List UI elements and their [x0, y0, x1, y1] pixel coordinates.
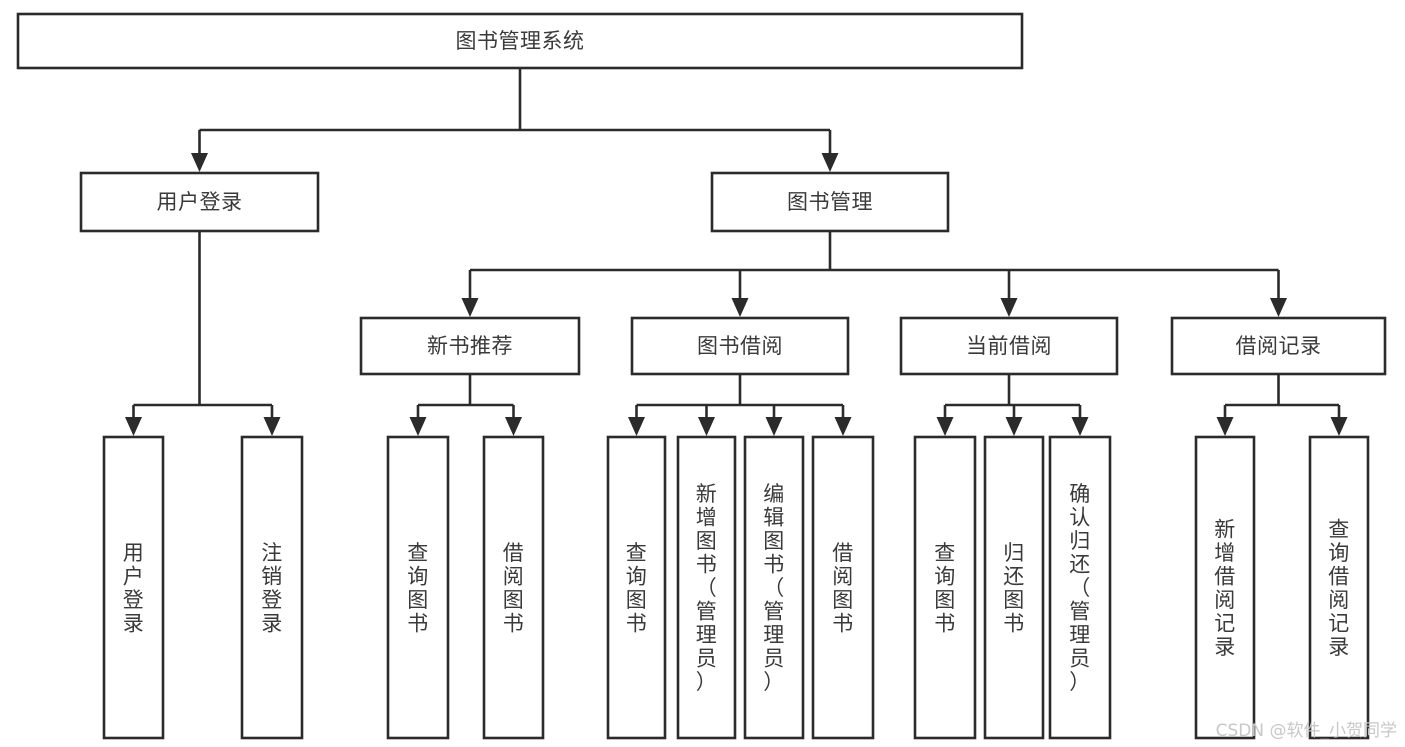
node-login[interactable]: 用户登录	[79, 171, 320, 233]
node-leaf-8[interactable]: 借阅图书	[811, 435, 875, 740]
node-box[interactable]	[1048, 435, 1112, 740]
node-leaf-9[interactable]: 查询图书	[913, 435, 977, 740]
node-leaf-11[interactable]: 确认归还（管理员）	[1048, 435, 1112, 740]
node-label: 新增图书（管理员）	[696, 482, 718, 694]
node-label: 新书推荐	[427, 334, 513, 358]
edge-group-login	[125, 231, 281, 436]
arrow-head	[1216, 417, 1234, 436]
arrow-head	[821, 153, 839, 172]
arrow-head	[409, 417, 427, 436]
node-label: 查询图书	[407, 541, 429, 636]
node-newbook[interactable]: 新书推荐	[359, 316, 581, 376]
node-label: 借阅图书	[832, 541, 854, 636]
arrow-head	[765, 417, 783, 436]
node-box[interactable]	[240, 435, 304, 740]
node-box[interactable]	[743, 435, 805, 740]
arrow-head	[834, 417, 852, 436]
arrow-head	[936, 417, 954, 436]
node-label: 编辑图书（管理员）	[763, 482, 785, 694]
node-box[interactable]	[710, 171, 950, 233]
node-box[interactable]	[16, 12, 1024, 70]
node-leaf-12[interactable]: 新增借阅记录	[1194, 435, 1256, 740]
node-leaf-13[interactable]: 查询借阅记录	[1308, 435, 1370, 740]
node-layer: 图书管理系统用户登录图书管理新书推荐图书借阅当前借阅借阅记录用户登录注销登录查询…	[16, 12, 1387, 740]
node-label: 查询图书	[934, 541, 956, 636]
node-box[interactable]	[676, 435, 737, 740]
node-box[interactable]	[1308, 435, 1370, 740]
node-borrow[interactable]: 图书借阅	[630, 316, 850, 376]
node-root[interactable]: 图书管理系统	[16, 12, 1024, 70]
node-box[interactable]	[913, 435, 977, 740]
node-bookmgmt[interactable]: 图书管理	[710, 171, 950, 233]
arrow-head	[1000, 298, 1018, 317]
arrow-head	[698, 417, 715, 436]
node-leaf-7[interactable]: 编辑图书（管理员）	[743, 435, 805, 740]
arrow-head	[628, 417, 645, 436]
arrow-head	[461, 298, 479, 317]
edge-group-current	[936, 374, 1089, 436]
node-leaf-3[interactable]: 查询图书	[386, 435, 450, 740]
node-box[interactable]	[630, 316, 850, 376]
edge-group-borrow	[628, 374, 852, 436]
node-box[interactable]	[811, 435, 875, 740]
arrow-head	[191, 153, 208, 172]
node-label: 图书管理	[787, 190, 873, 214]
node-label: 当前借阅	[966, 334, 1052, 358]
node-label: 图书借阅	[697, 334, 783, 358]
node-box[interactable]	[482, 435, 545, 740]
node-box[interactable]	[386, 435, 450, 740]
node-leaf-2[interactable]: 注销登录	[240, 435, 304, 740]
arrow-head	[125, 417, 142, 436]
node-box[interactable]	[606, 435, 667, 740]
arrow-head	[1071, 417, 1089, 436]
node-label: 确认归还（管理员）	[1069, 482, 1091, 694]
node-box[interactable]	[899, 316, 1119, 376]
arrow-head	[1330, 417, 1348, 436]
node-label: 用户登录	[157, 190, 243, 214]
arrow-head	[731, 298, 749, 317]
node-label: 借阅记录	[1236, 334, 1322, 358]
edge-group-newbook	[409, 374, 522, 436]
node-label: 用户登录	[123, 541, 145, 636]
edge-group-root	[191, 68, 839, 172]
node-label: 借阅图书	[503, 541, 525, 636]
edge-group-bookmgmt	[461, 231, 1287, 317]
edge-group-record	[1216, 374, 1348, 436]
node-box[interactable]	[983, 435, 1045, 740]
node-leaf-10[interactable]: 归还图书	[983, 435, 1045, 740]
node-box[interactable]	[1194, 435, 1256, 740]
node-box[interactable]	[1170, 316, 1387, 376]
node-label: 查询图书	[626, 541, 648, 636]
node-label: 注销登录	[261, 541, 283, 636]
node-box[interactable]	[359, 316, 581, 376]
arrow-head	[505, 417, 522, 436]
node-leaf-6[interactable]: 新增图书（管理员）	[676, 435, 737, 740]
node-box[interactable]	[102, 435, 165, 740]
node-box[interactable]	[79, 171, 320, 233]
node-current[interactable]: 当前借阅	[899, 316, 1119, 376]
node-label: 查询借阅记录	[1328, 517, 1350, 659]
connector-layer	[125, 68, 1348, 436]
arrow-head	[1005, 417, 1023, 436]
arrow-head	[263, 417, 281, 436]
node-label: 归还图书	[1003, 541, 1025, 636]
arrow-head	[1270, 298, 1287, 317]
node-label: 图书管理系统	[456, 29, 585, 53]
node-record[interactable]: 借阅记录	[1170, 316, 1387, 376]
node-leaf-1[interactable]: 用户登录	[102, 435, 165, 740]
node-label: 新增借阅记录	[1214, 517, 1236, 659]
node-leaf-4[interactable]: 借阅图书	[482, 435, 545, 740]
node-leaf-5[interactable]: 查询图书	[606, 435, 667, 740]
